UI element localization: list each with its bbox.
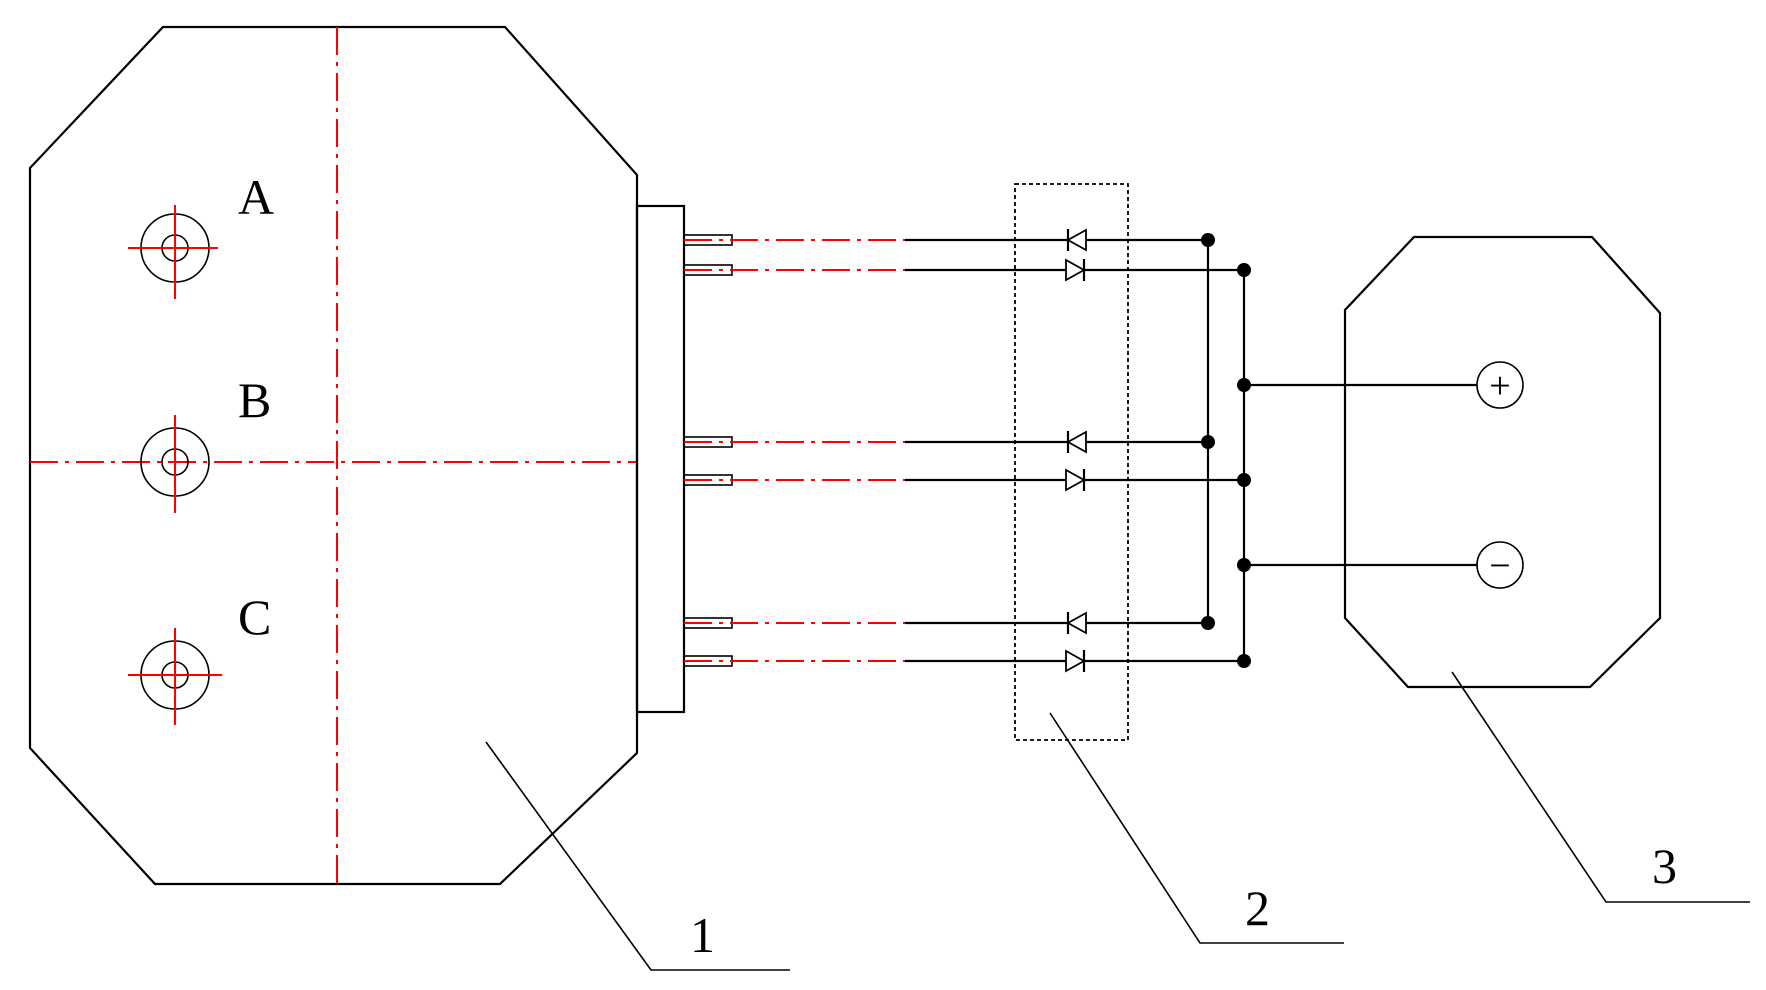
phase-label-b: B [238, 372, 271, 428]
junction-dots [1201, 233, 1251, 668]
lead-wires [683, 234, 1244, 667]
positive-terminal: + [1476, 361, 1524, 409]
diode-module-box [1014, 183, 1129, 741]
callout-1: 1 [485, 741, 790, 971]
terminal-strip [635, 204, 686, 714]
output-box-outline [1343, 235, 1662, 689]
callout-2: 2 [1049, 712, 1344, 944]
negative-terminal-label: − [1489, 545, 1510, 587]
diode-row-5 [1066, 611, 1087, 635]
diode-row-6 [1065, 649, 1086, 673]
callout-label-3: 3 [1652, 838, 1677, 894]
positive-terminal-label: + [1489, 365, 1510, 407]
diode-row-2 [1065, 258, 1086, 282]
diode-row-3 [1066, 430, 1087, 454]
terminal-a [128, 205, 218, 299]
callout-label-2: 2 [1245, 880, 1270, 936]
terminal-c [128, 628, 222, 725]
callout-3: 3 [1451, 671, 1750, 903]
phase-label-c: C [238, 589, 271, 645]
generator-body-outline [28, 25, 639, 886]
callout-label-1: 1 [690, 907, 715, 963]
phase-label-a: A [238, 169, 274, 225]
diode-row-1 [1066, 228, 1087, 252]
terminal-b [140, 415, 210, 513]
negative-terminal: − [1476, 541, 1524, 589]
diode-row-4 [1065, 468, 1086, 492]
